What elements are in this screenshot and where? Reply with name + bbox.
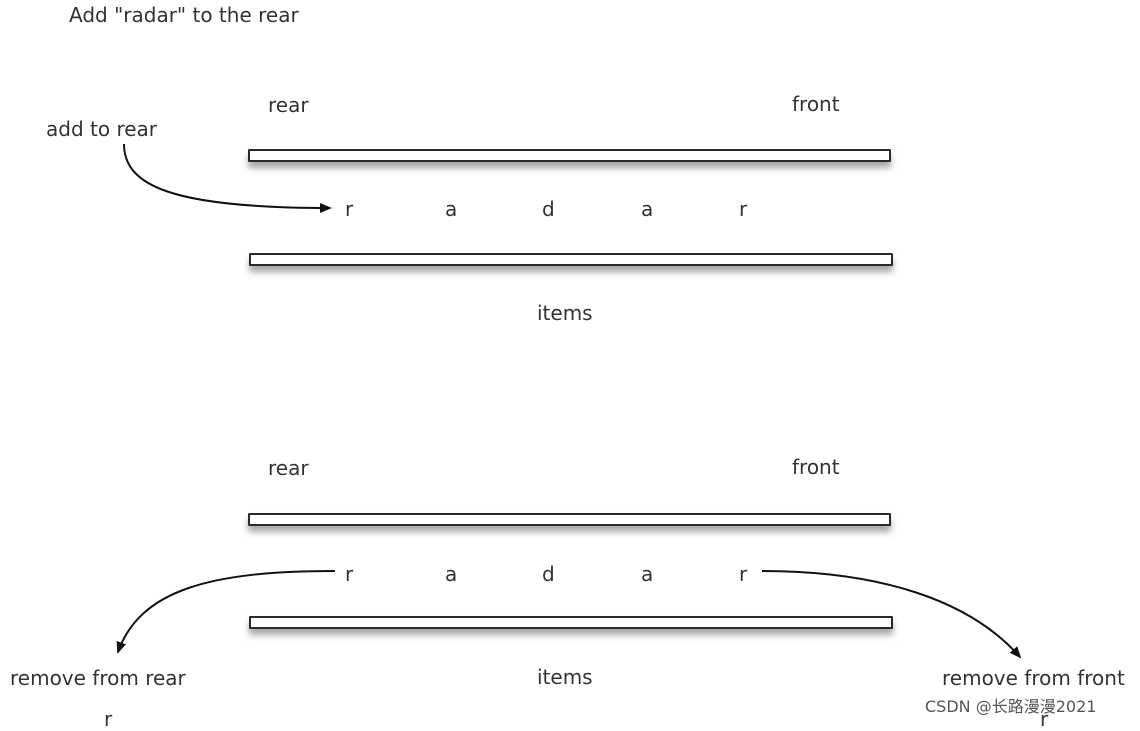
bottom-item-3: d: [542, 562, 555, 586]
top-upper-bar: [248, 149, 891, 162]
bottom-lower-bar: [249, 616, 893, 629]
bottom-item-4: a: [641, 562, 654, 586]
top-items-label: items: [537, 301, 593, 325]
watermark-text: CSDN @长路漫漫2021: [925, 697, 1097, 716]
top-item-3: d: [542, 197, 555, 221]
bottom-upper-bar: [248, 513, 891, 526]
remove-from-rear-label: remove from rear: [10, 666, 186, 690]
top-item-5: r: [739, 197, 748, 221]
bottom-front-label: front: [792, 455, 840, 479]
bottom-item-5: r: [739, 562, 748, 586]
remove-from-front-label: remove from front: [942, 666, 1125, 690]
add-to-rear-arrow: [123, 143, 332, 213]
top-rear-label: rear: [268, 93, 309, 117]
top-item-1: r: [345, 197, 354, 221]
top-front-label: front: [792, 92, 840, 116]
bottom-items-label: items: [537, 665, 593, 689]
top-item-4: a: [641, 197, 654, 221]
diagram-title: Add "radar" to the rear: [69, 3, 299, 27]
top-item-2: a: [445, 197, 458, 221]
removed-front-char: r: [1040, 707, 1049, 731]
top-lower-bar: [249, 253, 893, 266]
bottom-item-2: a: [445, 562, 458, 586]
bottom-rear-label: rear: [268, 456, 309, 480]
remove-from-rear-arrow: [116, 570, 336, 654]
bottom-item-1: r: [345, 562, 354, 586]
add-to-rear-label: add to rear: [46, 117, 158, 141]
remove-from-front-arrow: [761, 570, 1022, 659]
removed-rear-char: r: [104, 707, 113, 731]
